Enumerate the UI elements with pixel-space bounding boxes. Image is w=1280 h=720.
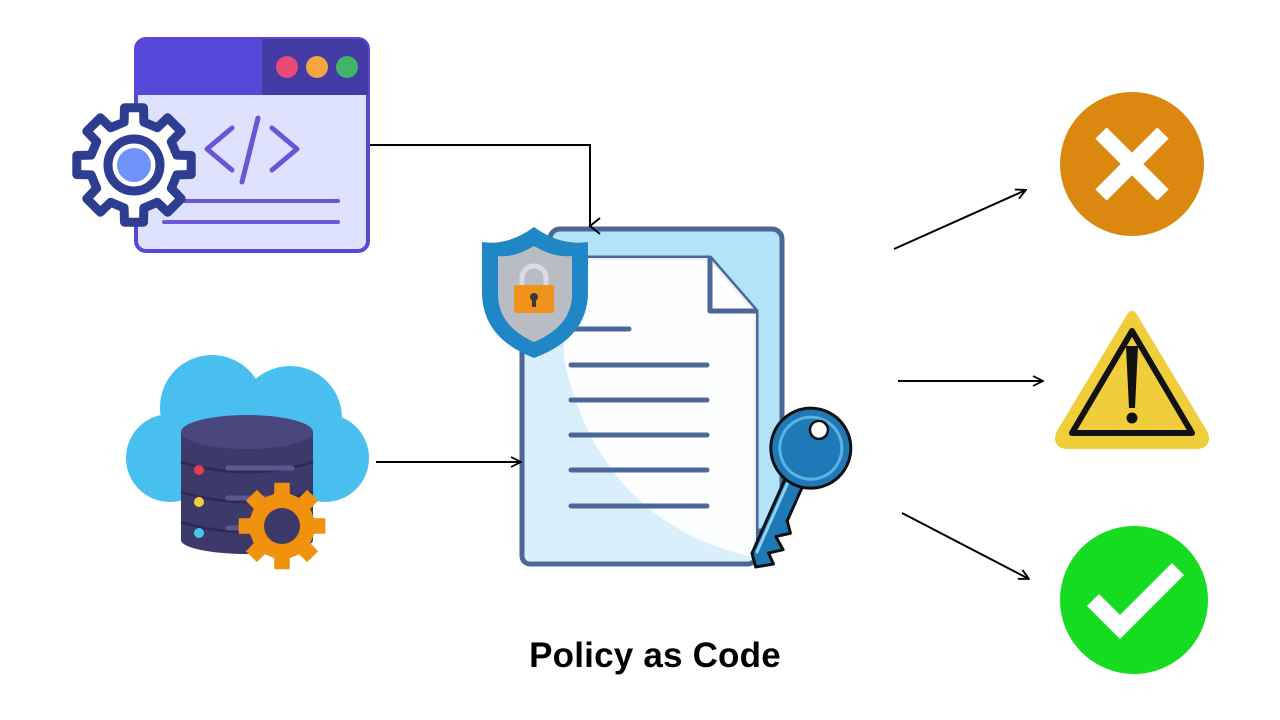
connector-arrows — [370, 144, 1043, 579]
diagram-caption: Policy as Code — [529, 636, 781, 675]
shield-lock-icon — [482, 227, 588, 358]
arrow-code-to-document — [370, 144, 601, 235]
code-window-gear-icon — [72, 37, 370, 253]
cloud-database-gear-icon — [126, 355, 369, 570]
warning-triangle-icon — [1054, 311, 1210, 449]
policy-document-icon — [519, 226, 785, 567]
x-circle-icon — [1060, 92, 1204, 236]
checkmark-circle-icon — [1060, 526, 1208, 674]
arrow-to-allow — [901, 512, 1029, 579]
arrow-to-deny — [893, 190, 1026, 250]
key-icon — [750, 406, 853, 569]
